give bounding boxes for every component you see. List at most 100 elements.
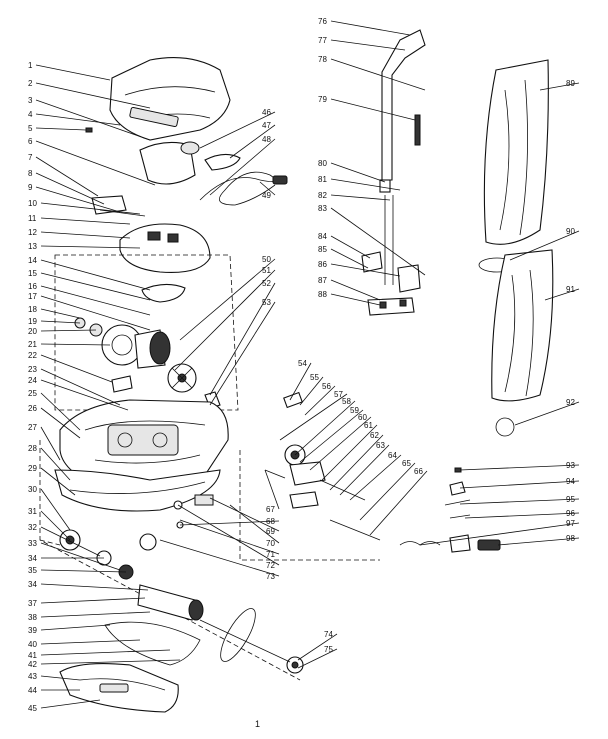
leader-line	[299, 409, 364, 463]
part-number-label: 67	[266, 505, 275, 514]
leader-line	[40, 447, 71, 481]
leader-line	[179, 520, 280, 526]
leader-line	[40, 343, 111, 346]
leader-line	[40, 526, 101, 557]
part-number-label: 5	[28, 124, 33, 133]
page-number: 1	[255, 719, 260, 729]
part-number-label: 64	[388, 451, 397, 460]
leader-line	[35, 64, 111, 81]
leader-line	[179, 258, 276, 341]
leader-line	[40, 510, 71, 541]
part-number-label: 57	[334, 390, 343, 399]
leader-line	[35, 172, 105, 205]
part-number-label: 80	[318, 159, 327, 168]
power-cord	[199, 171, 277, 206]
leader-line	[297, 648, 338, 669]
leader-line	[459, 498, 580, 505]
leader-line	[199, 111, 276, 149]
part-number-label: 1	[28, 61, 33, 70]
part-number-label: 75	[324, 645, 333, 654]
part-number-label: 51	[262, 266, 271, 275]
leader-line	[264, 469, 280, 510]
part-number-label: 69	[266, 527, 275, 536]
leader-line	[159, 539, 280, 577]
leader-line	[40, 217, 131, 225]
leader-line	[330, 248, 369, 269]
leader-line	[330, 20, 411, 36]
handle-tube	[381, 29, 426, 181]
leader-line	[330, 58, 426, 91]
leader-line	[40, 231, 131, 239]
part-number-label: 59	[350, 406, 359, 415]
leader-line	[40, 368, 121, 406]
part-number-label: 74	[324, 630, 333, 639]
leader-line	[40, 295, 151, 331]
part-number-label: 97	[566, 519, 575, 528]
leader-line	[35, 127, 87, 131]
part-number-label: 72	[266, 561, 275, 570]
leader-line	[544, 288, 580, 301]
leader-line	[514, 401, 580, 426]
leader-line	[40, 659, 181, 665]
part-number-label: 66	[414, 467, 423, 476]
part-number-label: 52	[262, 279, 271, 288]
leader-line	[321, 424, 378, 481]
leader-line	[40, 542, 121, 571]
part-numbers-center: 4647484950515253545556575859606162636465…	[262, 108, 423, 654]
part-number-label: 43	[28, 672, 37, 681]
leader-line	[35, 82, 151, 109]
part-number-label: 18	[28, 305, 37, 314]
leader-line	[330, 279, 381, 301]
leader-line	[330, 178, 401, 191]
leader-line	[40, 467, 76, 496]
part-number-label: 58	[342, 397, 351, 406]
part-number-label: 8	[28, 169, 33, 178]
part-number-label: 83	[318, 204, 327, 213]
part-number-label: 32	[28, 523, 37, 532]
part-number-label: 12	[28, 228, 37, 237]
part-number-label: 94	[566, 477, 575, 486]
part-number-label: 70	[266, 539, 275, 548]
leader-line	[259, 181, 276, 196]
leader-line	[330, 162, 386, 183]
leader-line	[177, 504, 280, 566]
part-number-label: 42	[28, 660, 37, 669]
leader-line	[330, 98, 416, 121]
leader-line	[40, 202, 141, 215]
part-number-label: 26	[28, 404, 37, 413]
part-numbers-left: 1234567891011121314151617181920212223242…	[28, 61, 37, 713]
leader-line	[294, 400, 356, 456]
part-number-label: 2	[28, 79, 33, 88]
outer-bag	[491, 249, 554, 402]
leader-line	[369, 470, 428, 536]
part-number-label: 35	[28, 566, 37, 575]
part-number-label: 86	[318, 260, 327, 269]
leader-line	[40, 639, 141, 645]
part-number-label: 89	[566, 79, 575, 88]
part-number-label: 55	[310, 373, 319, 382]
leader-line	[40, 272, 151, 301]
part-number-label: 10	[28, 199, 37, 208]
part-number-label: 50	[262, 255, 271, 264]
part-number-label: 88	[318, 290, 327, 299]
part-number-label: 41	[28, 651, 37, 660]
part-number-label: 3	[28, 96, 33, 105]
part-number-label: 38	[28, 613, 37, 622]
leader-line	[349, 454, 402, 501]
leader-line	[40, 308, 81, 319]
leader-line	[40, 699, 101, 709]
leader-line	[289, 362, 312, 401]
leader-line	[35, 99, 151, 141]
part-number-label: 54	[298, 359, 307, 368]
part-number-label: 13	[28, 242, 37, 251]
leader-line	[35, 156, 99, 197]
part-number-label: 31	[28, 507, 37, 516]
part-number-label: 24	[28, 376, 37, 385]
leader-line	[330, 39, 406, 51]
leader-line	[40, 597, 146, 604]
leader-line	[35, 186, 121, 213]
drive-belt	[220, 608, 256, 662]
leader-line	[40, 624, 111, 631]
part-number-label: 73	[266, 572, 275, 581]
